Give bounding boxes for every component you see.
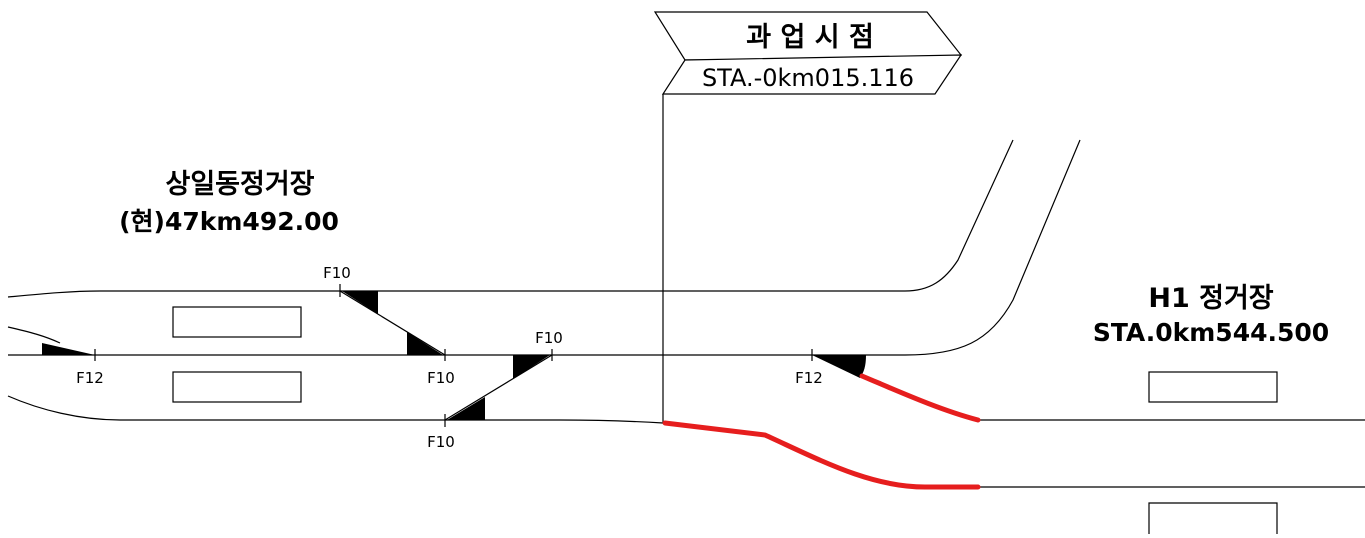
- start-point-title: 과 업 시 점: [746, 22, 874, 53]
- turnout-wedge: [42, 343, 95, 355]
- station-right-name: H1 정거장: [1148, 283, 1274, 314]
- turnout-label-f10: F10: [427, 433, 455, 451]
- platform-right-lower: [1148, 502, 1278, 534]
- new-track-lower: [662, 420, 981, 490]
- platform-left-upper: [172, 306, 302, 338]
- turnout-label-f10: F10: [323, 264, 351, 282]
- track-upper: [7, 139, 1014, 298]
- platform-right-upper: [1148, 371, 1278, 403]
- crossover-lower: [444, 354, 553, 421]
- turnout-label-f10: F10: [535, 329, 563, 347]
- station-right-chainage: STA.0km544.500: [1092, 318, 1330, 347]
- start-point-tag-station-box: [661, 54, 963, 95]
- turnout-wedge: [812, 355, 866, 378]
- track-main: [8, 139, 1081, 356]
- turnout-wedge: [407, 332, 443, 355]
- platform-left-lower: [172, 371, 302, 403]
- station-left-chainage: (현)47km492.00: [119, 207, 339, 236]
- turnout-label-f12: F12: [76, 369, 104, 387]
- turnout-label-f12: F12: [795, 369, 823, 387]
- crossover-upper: [339, 290, 446, 356]
- turnout-label-f10: F10: [427, 369, 455, 387]
- track-upper-diverging: [7, 326, 61, 344]
- new-track-upper: [859, 373, 981, 423]
- track-lower: [7, 395, 664, 424]
- start-point-station: STA.-0km015.116: [702, 64, 914, 92]
- turnout-wedge: [513, 355, 550, 379]
- turnout-wedge: [342, 291, 378, 314]
- turnout-wedge: [447, 397, 485, 420]
- station-left-name: 상일동정거장: [165, 169, 315, 200]
